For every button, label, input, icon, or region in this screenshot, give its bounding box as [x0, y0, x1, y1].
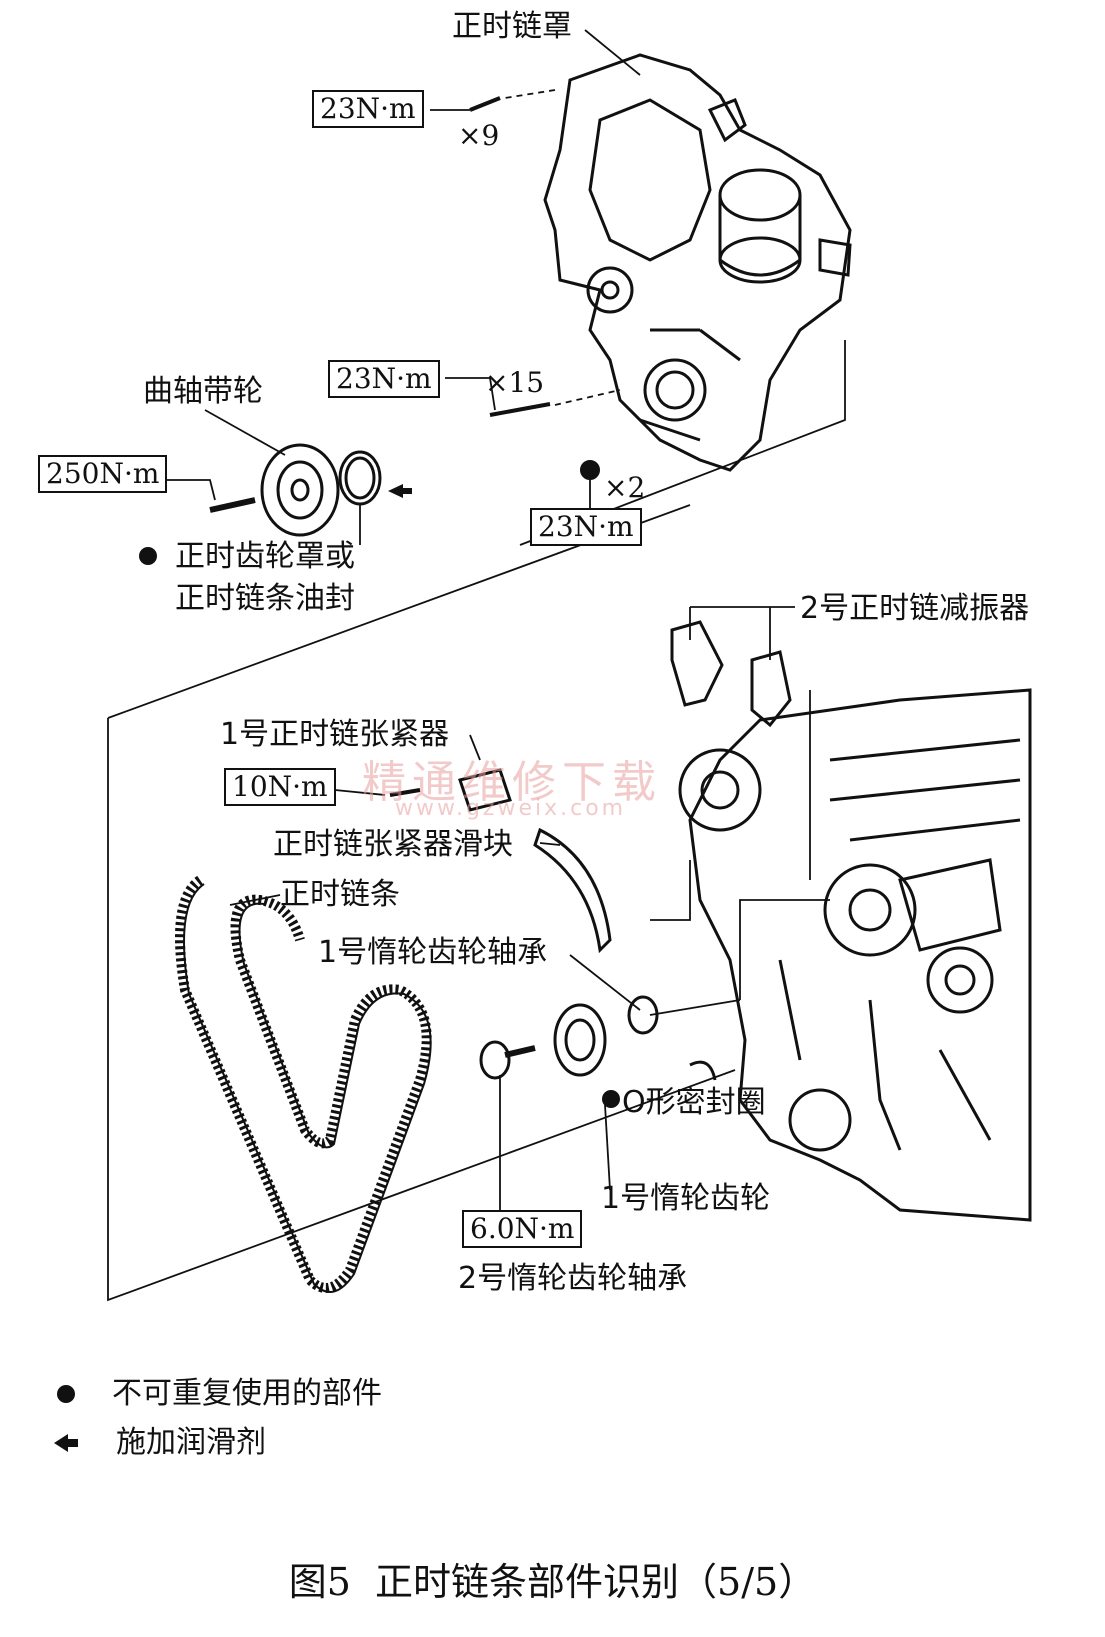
figure-caption: 图5 正时链条部件识别（5/5） [0, 1560, 1105, 1604]
label-damper-2: 2号正时链减振器 [800, 591, 1030, 626]
damper-drawings [670, 620, 792, 728]
label-seal-line1: 正时齿轮罩或 [175, 539, 355, 574]
watermark-cn: 精通维修下载 [362, 757, 662, 808]
tensioner-slipper-drawing [533, 827, 612, 954]
count-x15: ×15 [485, 366, 545, 399]
label-seal-line2: 正时链条油封 [175, 581, 355, 616]
legend-lubricate: 施加润滑剂 [116, 1425, 266, 1460]
watermark-url: www.gzweix.com [395, 796, 627, 821]
idler-gear-drawing [479, 995, 717, 1081]
legend-non-reusable: 不可重复使用的部件 [112, 1376, 382, 1411]
label-idler-gear-1: 1号惰轮齿轮 [601, 1181, 771, 1216]
label-idler-bearing-2: 2号惰轮齿轮轴承 [458, 1261, 688, 1296]
label-idler-bearing-1: 1号惰轮齿轮轴承 [318, 935, 548, 970]
torque-pulley-bolt: 250N·m [38, 455, 168, 493]
crank-pulley-drawing [209, 443, 382, 537]
label-timing-chain: 正时链条 [280, 877, 400, 912]
label-timing-chain-cover: 正时链罩 [452, 9, 572, 44]
count-x9: ×9 [458, 119, 500, 152]
engine-block-drawing [678, 688, 1032, 1222]
leader-lines [165, 29, 830, 1210]
figure-title: 正时链条部件识别（5/5） [375, 1560, 817, 1604]
torque-tensioner-bolt: 10N·m [224, 768, 336, 806]
label-o-ring: O形密封圈 [622, 1085, 766, 1120]
label-crank-pulley: 曲轴带轮 [143, 374, 263, 409]
torque-nuts: 23N·m [530, 508, 642, 546]
label-tensioner-1: 1号正时链张紧器 [220, 717, 450, 752]
label-tensioner-slipper: 正时链张紧器滑块 [273, 827, 513, 862]
torque-cover-bolts-lower: 23N·m [328, 360, 440, 398]
torque-idler-bolt: 6.0N·m [462, 1210, 583, 1248]
torque-cover-bolts: 23N·m [312, 90, 424, 128]
timing-chain-cover-drawing [543, 53, 852, 472]
count-x2: ×2 [604, 471, 646, 504]
figure-number: 图5 [288, 1560, 351, 1604]
